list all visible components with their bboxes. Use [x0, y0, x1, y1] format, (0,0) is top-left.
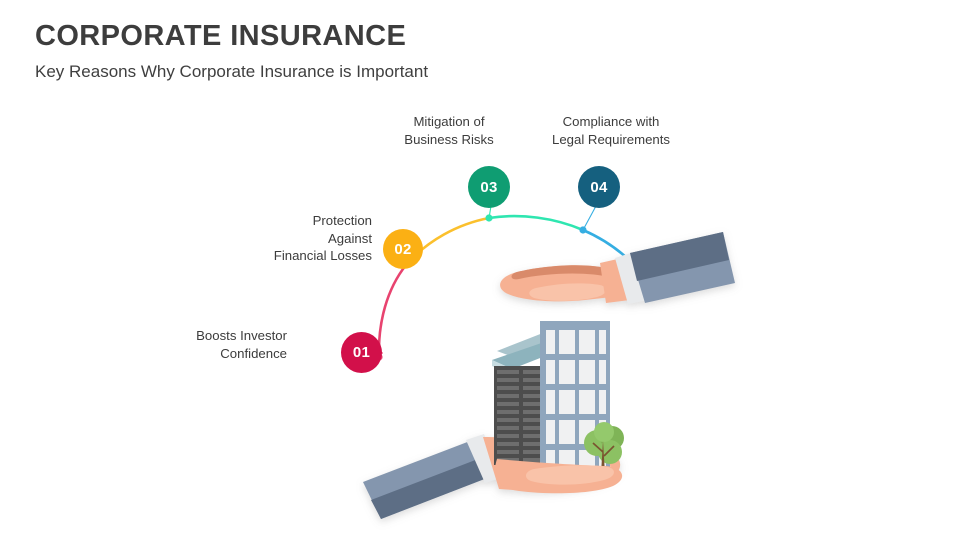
arc-segment-04: [581, 228, 656, 291]
top-wrist: [600, 258, 630, 303]
item-label-01: Boosts Investor Confidence: [196, 328, 287, 361]
tower-stripes: [497, 370, 545, 462]
bottom-finger-crease: [525, 465, 614, 485]
top-cuff: [615, 252, 648, 304]
tree-leaf-d: [594, 422, 614, 442]
top-palm-shade: [511, 265, 613, 280]
arc-segment-03: [487, 214, 585, 232]
tree-trunk: [601, 441, 605, 474]
badge-leader-lines: [378, 205, 597, 358]
tower-roof-back: [497, 331, 566, 357]
page-title: CORPORATE INSURANCE: [35, 20, 407, 52]
badge-04[interactable]: 04: [578, 166, 620, 208]
item-label-02: Protection Against Financial Losses: [273, 213, 372, 263]
page-subtitle: Key Reasons Why Corporate Insurance is I…: [35, 62, 429, 81]
arc-dot-04: [579, 226, 587, 234]
top-sleeve-dark: [630, 232, 729, 281]
bottom-sleeve-light: [363, 441, 487, 519]
arc-dot-03: [485, 214, 493, 222]
bottom-cuff: [466, 434, 503, 483]
bottom-hand: [363, 434, 621, 519]
arc-segment-01: [377, 263, 408, 359]
main-building-windows: [546, 330, 606, 468]
badge-03[interactable]: 03: [468, 166, 510, 208]
tree-branch-left: [592, 442, 604, 453]
top-palm: [500, 265, 613, 302]
tree-leaf-a: [584, 430, 610, 456]
item-label-03: Mitigation of Business Risks: [404, 114, 494, 147]
tower-body: [494, 366, 548, 465]
building-group: [492, 321, 610, 468]
badge-02[interactable]: 02: [383, 229, 423, 269]
bottom-sleeve-dark: [371, 459, 487, 519]
badge-01[interactable]: 01: [341, 332, 382, 373]
connector-arc: [377, 214, 656, 359]
tree-branch-right: [603, 445, 615, 457]
top-finger-curl: [529, 283, 607, 301]
item-label-04: Compliance with Legal Requirements: [551, 114, 671, 147]
tree-leaf-c: [598, 440, 622, 464]
tower-roof-front: [492, 338, 576, 369]
bottom-thumb: [518, 461, 612, 486]
top-hand: [500, 232, 735, 304]
main-building-body: [540, 321, 610, 468]
leader-line-04: [582, 205, 597, 231]
tree-leaf-b: [600, 426, 624, 450]
bottom-fingers: [495, 459, 623, 494]
tree: [584, 422, 624, 474]
top-sleeve-light: [630, 232, 735, 303]
bottom-palm: [483, 437, 621, 492]
tower-roof-edge: [492, 360, 512, 374]
bottom-hand-fingers-front: [495, 459, 623, 494]
